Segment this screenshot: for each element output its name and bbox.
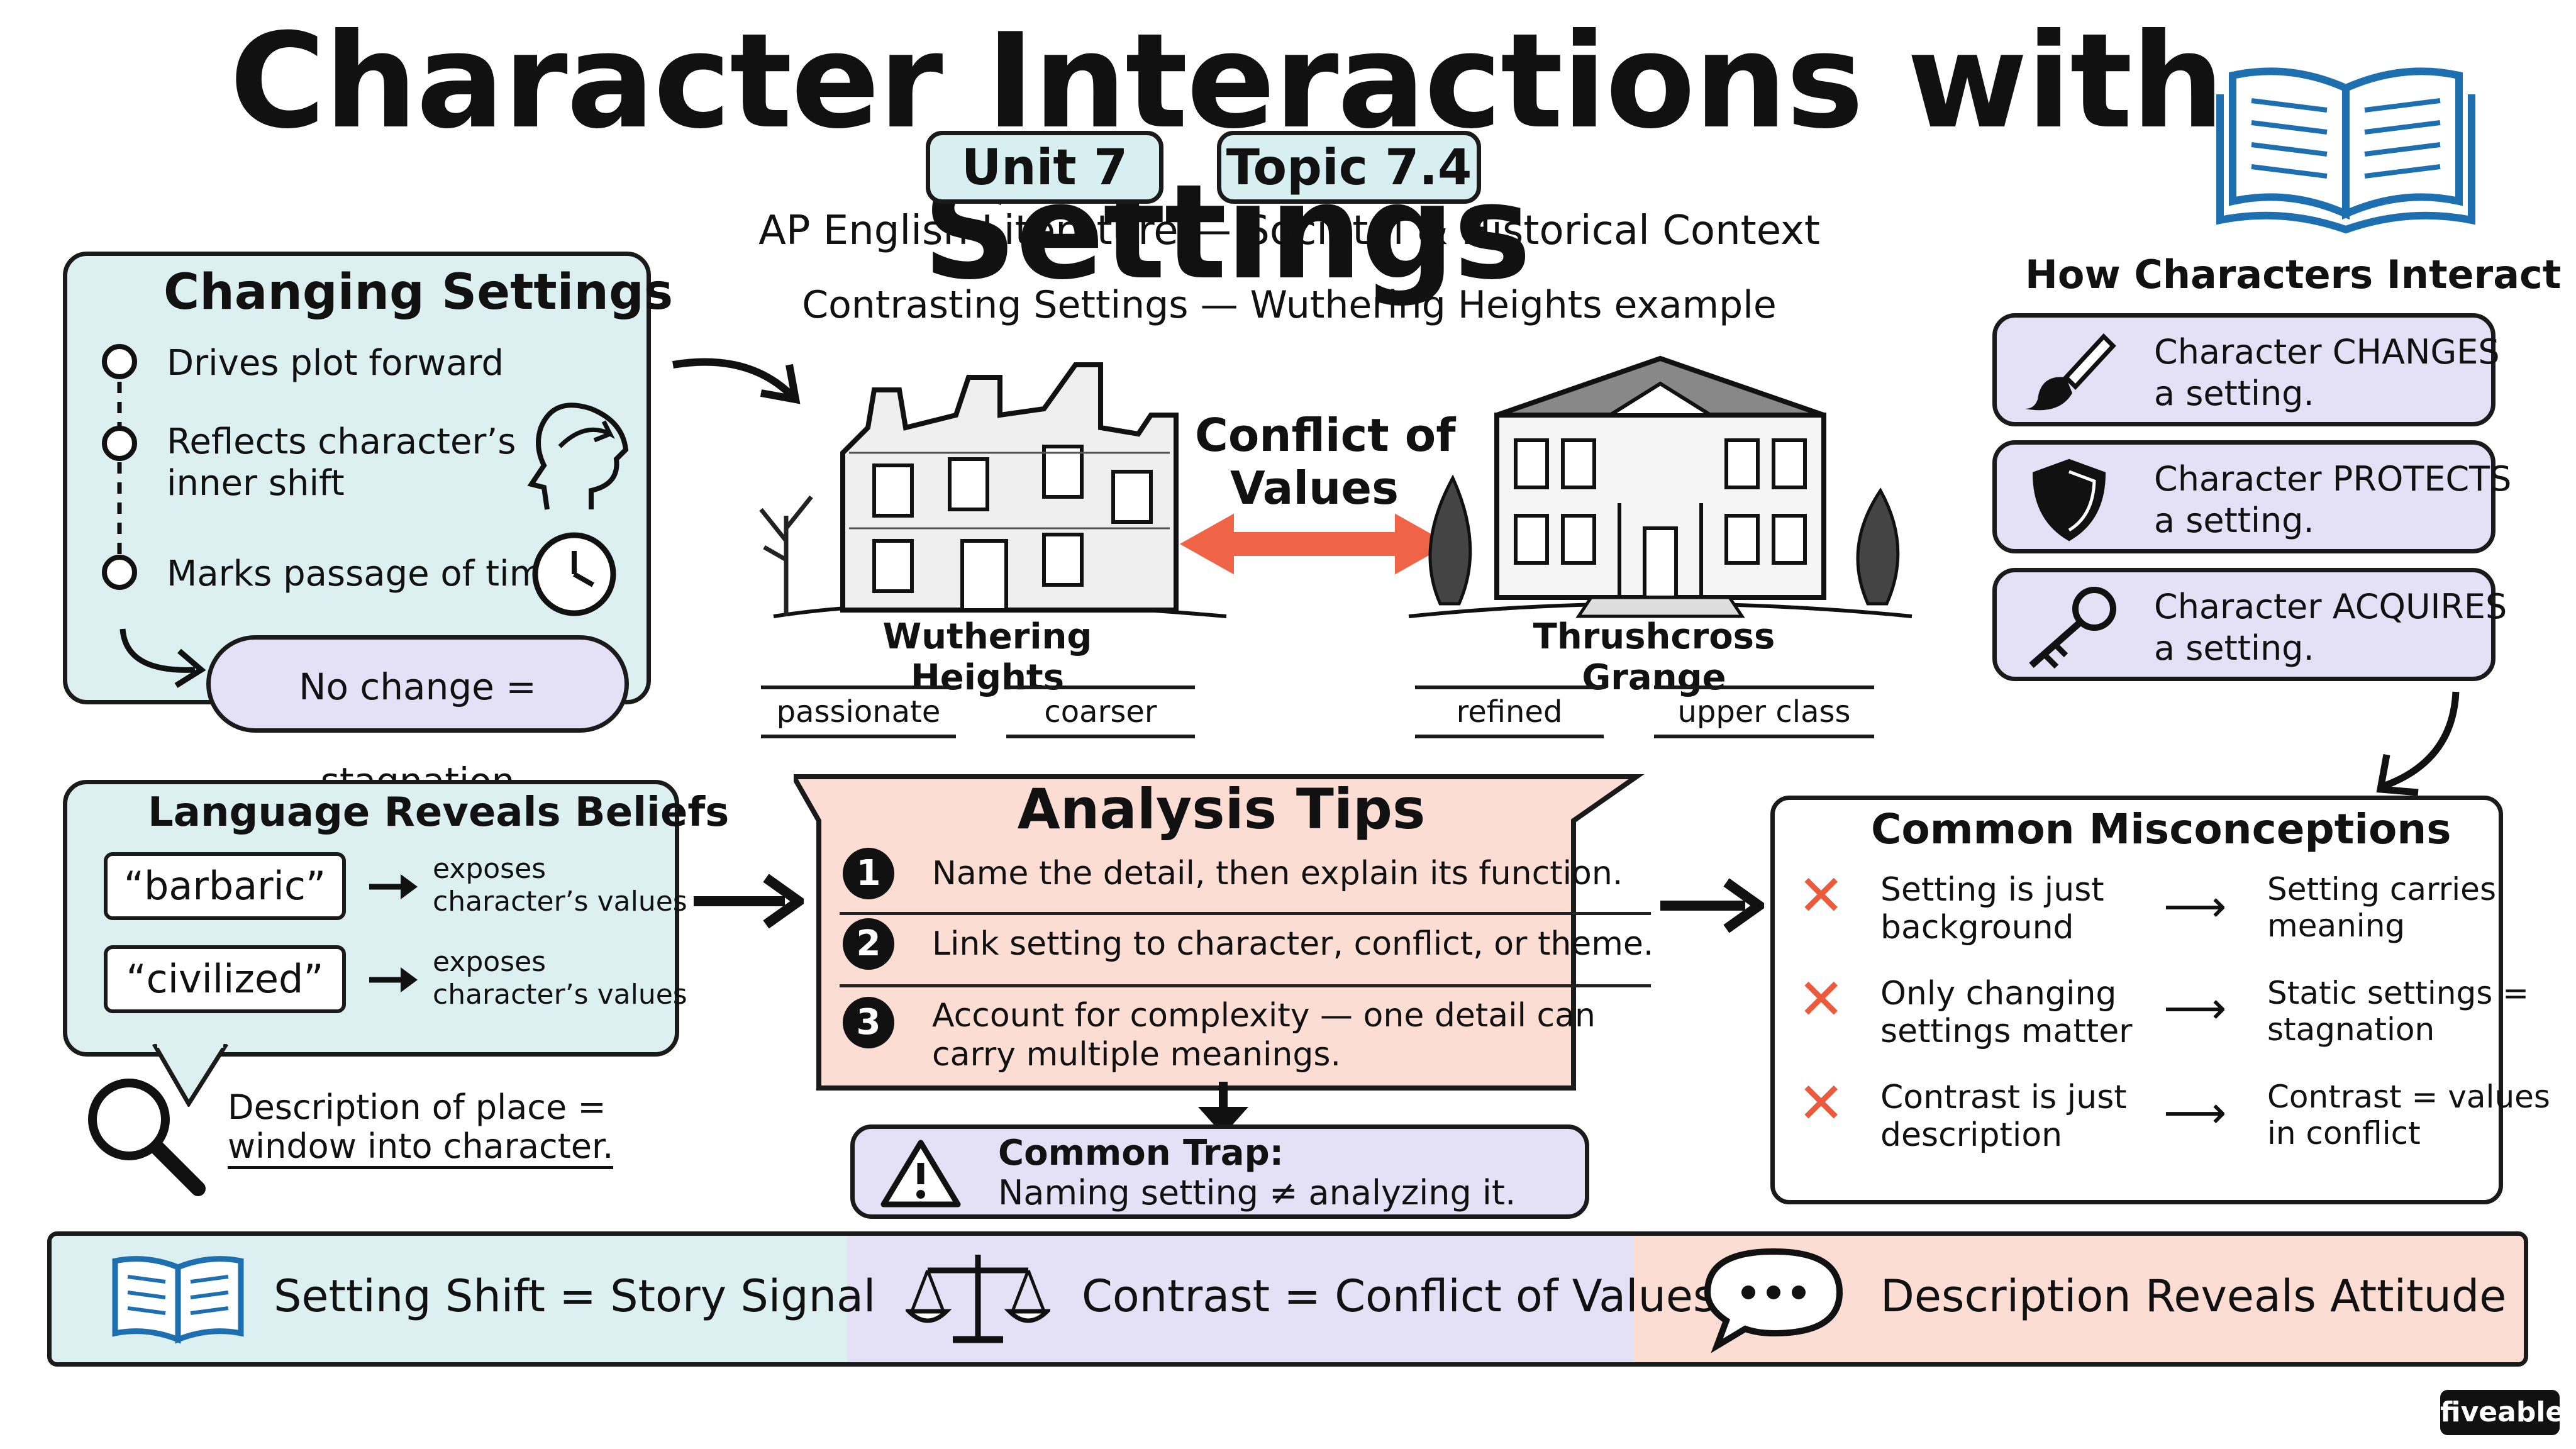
- clock-icon: [532, 532, 616, 616]
- interact-text-acquires: Character ACQUIRES a setting.: [2154, 587, 2507, 668]
- warning-icon: [880, 1140, 961, 1208]
- arrow-right-icon: [694, 874, 804, 929]
- common-trap-box: Common Trap: Naming setting ≠ analyzing …: [850, 1124, 1589, 1219]
- analysis-tips-title: Analysis Tips: [1017, 777, 1426, 841]
- wuthering-heights-illustration: [759, 362, 1227, 618]
- misconception-wrong-1: Setting is just background: [1880, 871, 2104, 947]
- book-icon: [112, 1256, 244, 1344]
- small-arrow-icon: [369, 967, 418, 992]
- magnifier-icon: [88, 1079, 206, 1196]
- footer-text-1: Setting Shift = Story Signal: [274, 1270, 876, 1322]
- tag-upper-class: upper class: [1654, 686, 1874, 738]
- arrow-down-left-icon: [2376, 691, 2460, 796]
- subtitle: AP English Literature — Societal & Histo…: [758, 208, 1820, 254]
- conflict-of-values-label: Conflict of Values: [1195, 409, 1456, 514]
- arrow-right-icon: [672, 358, 801, 404]
- wuthering-heights-label: Wuthering Heights: [882, 616, 1092, 698]
- head-profile-icon: [527, 402, 629, 510]
- thrushcross-grange-label: Thrushcross Grange: [1533, 616, 1775, 698]
- footer-text-2: Contrast = Conflict of Values: [1082, 1270, 1716, 1322]
- x-icon: ✕: [1797, 1070, 1845, 1136]
- right-arrow-icon: ⟶: [2163, 1087, 2227, 1138]
- tip-divider: [840, 912, 1651, 915]
- shield-icon: [2032, 458, 2106, 541]
- paintbrush-icon: [2025, 333, 2116, 411]
- right-arrow-icon: ⟶: [2163, 982, 2227, 1034]
- interact-card-changes: Character CHANGES a setting.: [1992, 313, 2500, 426]
- scales-icon: [906, 1255, 1050, 1343]
- trap-title: Common Trap:: [998, 1133, 1284, 1174]
- tip-number-3: 3: [843, 997, 894, 1048]
- key-icon: [2029, 587, 2116, 669]
- changing-item-2: Reflects character’s inner shift: [167, 421, 516, 504]
- tip-divider: [840, 984, 1651, 987]
- x-icon: ✕: [1797, 863, 1845, 929]
- exposes-text-1: exposes character’s values: [433, 853, 687, 918]
- word-barbaric: “barbaric”: [104, 852, 346, 920]
- tip-number-1: 1: [843, 848, 894, 899]
- x-icon: ✕: [1797, 967, 1845, 1033]
- misconception-right-2: Static settings = stagnation: [2267, 975, 2529, 1048]
- language-title: Language Reveals Beliefs: [148, 789, 730, 836]
- fiveable-logo: fiveable: [2440, 1390, 2564, 1435]
- trap-text: Naming setting ≠ analyzing it.: [998, 1173, 1516, 1213]
- interact-text-changes: Character CHANGES a setting.: [2154, 332, 2500, 413]
- unit-badge: Unit 7: [926, 131, 1163, 204]
- speech-tail: [152, 1044, 228, 1107]
- changing-item-3: Marks passage of time: [167, 553, 565, 594]
- misconception-right-3: Contrast = values in conflict: [2267, 1079, 2550, 1152]
- tag-refined: refined: [1415, 686, 1604, 738]
- exposes-text-2: exposes character’s values: [433, 946, 687, 1011]
- misconceptions-title: Common Misconceptions: [1871, 805, 2451, 853]
- misconception-wrong-2: Only changing settings matter: [1880, 975, 2133, 1050]
- tip-3: Account for complexity — one detail can …: [932, 997, 1596, 1074]
- right-arrow-icon: ⟶: [2163, 880, 2227, 932]
- changing-item-1: Drives plot forward: [167, 343, 504, 384]
- arrow-right-icon: [1660, 878, 1764, 933]
- misconception-right-1: Setting carries meaning: [2267, 871, 2496, 944]
- tag-passionate: passionate: [761, 686, 956, 738]
- tip-number-2: 2: [843, 918, 894, 970]
- topic-badge: Topic 7.4: [1217, 131, 1481, 204]
- tag-coarser: coarser: [1006, 686, 1195, 738]
- misconceptions-panel: [1770, 796, 2503, 1204]
- analysis-tips-panel: [794, 774, 1645, 1091]
- interact-text-protects: Character PROTECTS a setting.: [2154, 459, 2512, 540]
- footer-text-3: Description Reveals Attitude: [1880, 1270, 2507, 1322]
- thrushcross-grange-illustration: [1408, 355, 1913, 618]
- contrast-heading: Contrasting Settings — Wuthering Heights…: [802, 283, 1777, 327]
- speech-bubble-icon: [1704, 1248, 1843, 1353]
- timeline-icon: [102, 344, 137, 590]
- changing-settings-title: Changing Settings: [164, 264, 674, 321]
- tip-2: Link setting to character, conflict, or …: [932, 925, 1654, 963]
- tip-1: Name the detail, then explain its functi…: [932, 855, 1623, 892]
- word-civilized: “civilized”: [104, 945, 346, 1013]
- misconception-wrong-3: Contrast is just description: [1880, 1079, 2127, 1154]
- arrow-down-icon: [1198, 1082, 1248, 1135]
- small-arrow-icon: [369, 874, 418, 899]
- description-note: Description of place = window into chara…: [228, 1088, 614, 1169]
- curved-arrow-icon: [119, 628, 206, 688]
- interact-card-acquires: Character ACQUIRES a setting.: [1992, 568, 2507, 681]
- interact-card-protects: Character PROTECTS a setting.: [1992, 440, 2511, 553]
- changing-settings-panel: [63, 252, 651, 704]
- how-interact-title: How Characters Interact: [2025, 252, 2562, 297]
- stagnation-cloud: No change = stagnation: [206, 635, 629, 802]
- open-book-icon: [2216, 67, 2475, 234]
